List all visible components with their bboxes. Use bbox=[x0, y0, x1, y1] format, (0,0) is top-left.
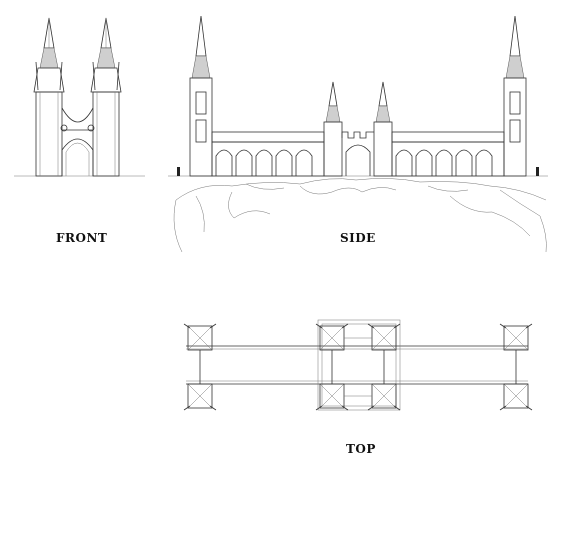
side-view-label: SIDE bbox=[340, 231, 376, 245]
side-right-gallery bbox=[391, 131, 505, 177]
side-left-gallery bbox=[211, 131, 325, 177]
top-buttress-marks bbox=[183, 323, 533, 411]
side-cliff-rocks bbox=[173, 178, 547, 253]
side-center-towers bbox=[323, 81, 393, 177]
side-view-drawing bbox=[168, 15, 548, 253]
top-view-label: TOP bbox=[346, 442, 376, 456]
front-right-tower bbox=[90, 17, 122, 177]
top-view-drawing bbox=[183, 319, 533, 411]
side-left-tower bbox=[189, 15, 213, 177]
front-view-label: FRONT bbox=[56, 231, 108, 245]
side-right-tower bbox=[503, 15, 527, 177]
front-left-tower bbox=[33, 17, 65, 177]
top-tower-footprints bbox=[187, 325, 529, 409]
front-view-drawing bbox=[14, 17, 145, 177]
